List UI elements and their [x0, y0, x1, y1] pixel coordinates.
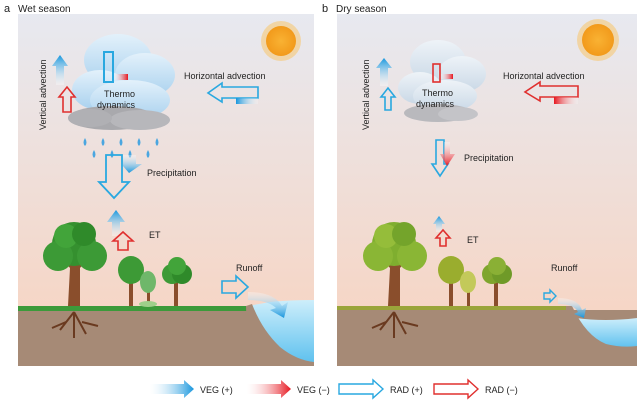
cloud-icon [398, 40, 486, 122]
sun-icon [577, 19, 619, 61]
vertical-veg-arrow [376, 58, 392, 86]
thermo-veg-bar [114, 74, 128, 80]
precip-veg-arrow [123, 155, 142, 173]
thermo-label-1: Thermo [104, 89, 135, 99]
legend-veg-plus-label: VEG (+) [200, 385, 233, 395]
panel-dry: b Dry season Vertical advection Horizont… [322, 3, 637, 366]
round-tree-icon [162, 257, 192, 306]
runoff-rad-arrow [221, 274, 250, 300]
legend: VEG (+) VEG (−) RAD (+) RAD (−) [150, 378, 518, 400]
runoff-label: Runoff [551, 263, 578, 273]
water-dry [576, 318, 637, 349]
mid-tree-icon [118, 256, 144, 306]
vertical-advection-label: Vertical advection [38, 59, 48, 130]
panel-title: Dry season [336, 4, 387, 15]
thermo-label-2: dynamics [416, 99, 455, 109]
horizontal-advection-label: Horizontal advection [184, 71, 266, 81]
grass-wet [18, 306, 248, 311]
raindrops [83, 138, 159, 158]
legend-rad-minus-swatch [433, 378, 480, 400]
runoff-veg-arrow [248, 292, 288, 318]
runoff-label: Runoff [236, 263, 263, 273]
legend-rad-minus-label: RAD (−) [485, 385, 518, 395]
legend-veg-plus: VEG (+) [150, 380, 233, 398]
precip-rad-arrow [96, 154, 132, 200]
legend-veg-minus-label: VEG (−) [297, 385, 330, 395]
precipitation-label: Precipitation [147, 168, 197, 178]
thermo-rad-bar [432, 63, 441, 83]
horizontal-veg-bar [236, 98, 258, 104]
runoff-rad-arrow [543, 288, 557, 304]
thermo-label-2: dynamics [97, 100, 136, 110]
legend-rad-minus: RAD (−) [433, 378, 518, 400]
precipitation-label: Precipitation [464, 153, 514, 163]
legend-rad-plus: RAD (+) [338, 378, 423, 400]
panel-letter: b [322, 3, 328, 15]
water-wet [248, 300, 314, 364]
legend-rad-plus-swatch [338, 378, 385, 400]
panel-title: Wet season [18, 4, 71, 15]
thermo-rad-bar [103, 51, 114, 83]
et-label: ET [467, 235, 479, 245]
et-label: ET [149, 230, 161, 240]
small-tree-icon [460, 271, 476, 306]
legend-veg-minus: VEG (−) [247, 380, 330, 398]
vertical-rad-arrow [379, 86, 397, 111]
runoff-veg-arrow [558, 298, 586, 318]
small-tree-icon [139, 271, 157, 307]
big-tree-icon [43, 222, 107, 338]
mid-tree-icon [438, 256, 464, 306]
et-rad-arrow [434, 228, 452, 247]
big-tree-icon [363, 222, 427, 338]
legend-veg-plus-swatch [150, 380, 194, 398]
et-veg-arrow [107, 210, 125, 236]
vertical-rad-arrow [57, 85, 77, 113]
vertical-veg-arrow [52, 55, 68, 85]
et-rad-arrow [110, 230, 136, 251]
round-tree-icon [482, 257, 512, 306]
panel-letter: a [4, 3, 11, 15]
shore-wet [246, 304, 314, 366]
horizontal-veg-bar [554, 97, 578, 104]
panel-wet: a Wet season Vertical advection Horizont… [4, 3, 314, 366]
et-veg-arrow [433, 216, 445, 232]
legend-rad-plus-label: RAD (+) [390, 385, 423, 395]
legend-veg-minus-swatch [247, 380, 291, 398]
thermo-label-1: Thermo [422, 88, 453, 98]
grass-dry [337, 306, 569, 310]
horizontal-advection-label: Horizontal advection [503, 71, 585, 81]
precip-veg-arrow [440, 142, 455, 166]
shore-dry [566, 306, 637, 366]
thermo-veg-bar [441, 74, 453, 79]
vertical-advection-label: Vertical advection [361, 59, 371, 130]
sun-icon [261, 21, 301, 61]
